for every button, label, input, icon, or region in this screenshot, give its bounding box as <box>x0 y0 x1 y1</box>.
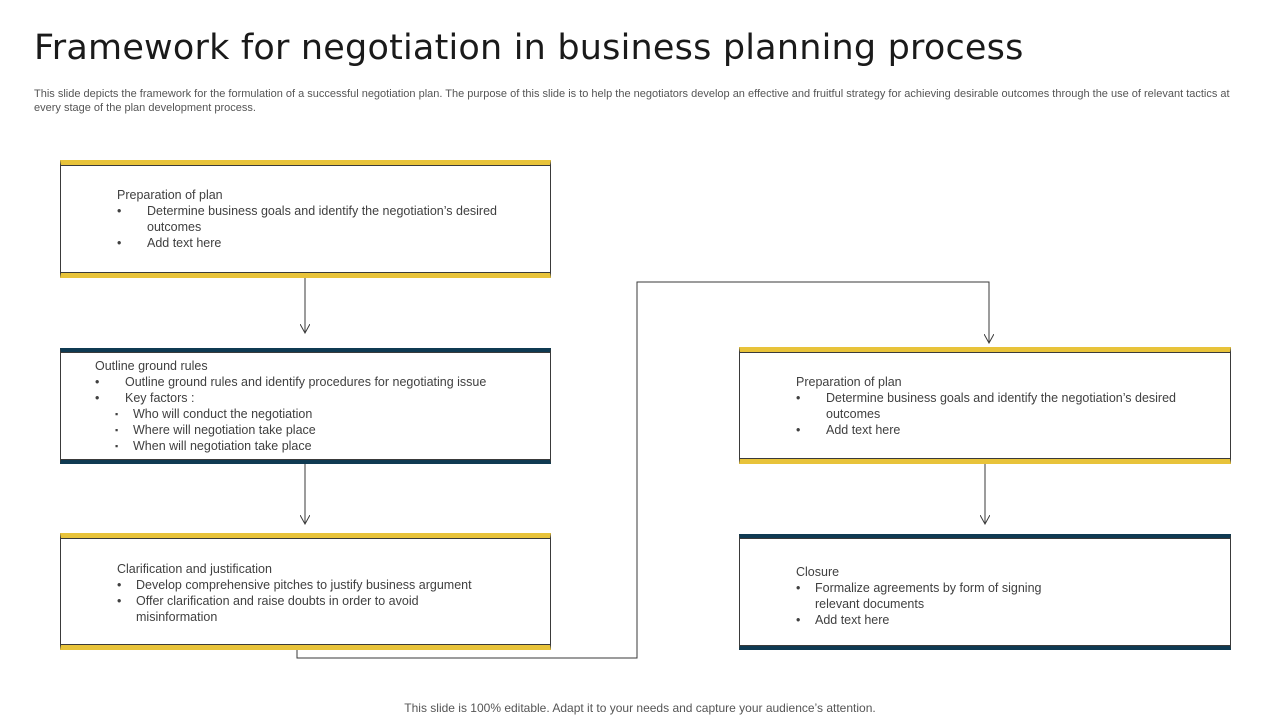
box-closure: Closure Formalize agreements by form of … <box>739 534 1231 650</box>
box-inner-border <box>61 644 550 645</box>
footer-note: This slide is 100% editable. Adapt it to… <box>404 701 876 715</box>
box-inner-border <box>740 352 1230 353</box>
box-preparation-of-plan-left: Preparation of plan Determine business g… <box>60 160 551 278</box>
page-title: Framework for negotiation in business pl… <box>34 28 1024 68</box>
box-heading: Outline ground rules <box>95 359 208 373</box>
box-inner-border <box>61 459 550 460</box>
bullet-item: Determine business goals and identify th… <box>117 203 497 235</box>
box-heading: Preparation of plan <box>796 375 902 389</box>
connector-clar-to-prep2 <box>296 281 989 659</box>
box-inner-border <box>61 538 550 539</box>
sub-bullet-item: Where will negotiation take place <box>95 422 535 438</box>
bullet-item: Add text here <box>796 422 1176 438</box>
bullet-item: Outline ground rules and identify proced… <box>95 374 535 390</box>
bullet-item: Add text here <box>117 235 497 251</box>
box-heading: Preparation of plan <box>117 188 223 202</box>
page-subtitle: This slide depicts the framework for the… <box>34 88 1230 114</box>
box-inner-border <box>740 458 1230 459</box>
box-heading: Clarification and justification <box>117 562 272 576</box>
sub-bullet-item: Who will conduct the negotiation <box>95 406 535 422</box>
box-outline-ground-rules: Outline ground rules Outline ground rule… <box>60 348 551 464</box>
box-clarification-and-justification: Clarification and justification Develop … <box>60 533 551 650</box>
box-preparation-of-plan-right: Preparation of plan Determine business g… <box>739 347 1231 464</box>
bullet-item: Add text here <box>796 612 1086 628</box>
bullet-item: Develop comprehensive pitches to justify… <box>117 577 497 593</box>
bullet-item: Formalize agreements by form of signing … <box>796 580 1086 612</box>
box-inner-border <box>740 645 1230 646</box>
box-heading: Closure <box>796 565 840 579</box>
bullet-item: Key factors : <box>95 390 535 406</box>
box-inner-border <box>61 165 550 166</box>
box-inner-border <box>61 352 550 353</box>
box-inner-border <box>740 538 1230 539</box>
box-inner-border <box>61 272 550 273</box>
bullet-item: Offer clarification and raise doubts in … <box>117 593 497 625</box>
sub-bullet-item: When will negotiation take place <box>95 438 535 454</box>
bullet-item: Determine business goals and identify th… <box>796 390 1176 422</box>
